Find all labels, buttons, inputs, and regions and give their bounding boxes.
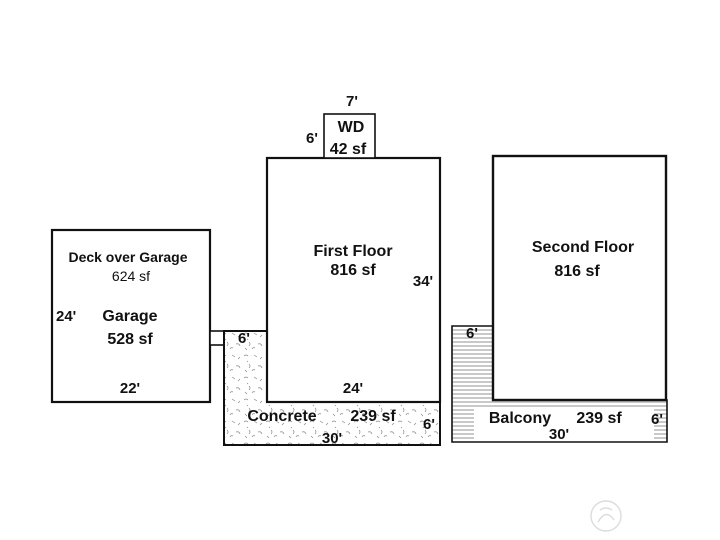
balcony-label: Balcony [489,410,551,427]
second-floor-label: Second Floor [532,239,634,256]
concrete-depth-dimension: 6' [423,416,435,433]
garage-width-dimension: 22' [120,380,140,397]
wd-label: WD [338,119,365,136]
balcony-area: 6' Balcony 239 sf 30' 6' [451,325,668,443]
watermark-logo-icon [590,500,622,532]
balcony-side-dimension: 6' [466,325,478,342]
garage-area: 528 sf [107,331,153,348]
balcony-depth-dimension: 6' [651,411,663,428]
first-floor-area: First Floor 816 sf 34' 24' [265,156,442,404]
deck-over-garage-area: 624 sf [112,268,150,284]
wd-area: 7' WD 6' 42 sf [306,93,376,159]
concrete-width-dimension: 30' [322,430,342,447]
second-floor-outline [491,154,668,402]
garage-area: Deck over Garage 624 sf 24' Garage 528 s… [50,228,212,404]
balcony-area: 239 sf [576,410,622,427]
concrete-label: Concrete [247,408,316,425]
second-floor-area-text: 816 sf [554,263,600,280]
wd-depth-dimension: 6' [306,130,318,147]
connector-passage [209,330,225,346]
connector-dimension: 6' [238,330,250,347]
garage-outline [50,228,212,404]
balcony-label-backdrop [474,409,654,439]
connector-outline [209,330,225,346]
concrete-area: 239 sf [350,408,396,425]
second-floor-area: Second Floor 816 sf [491,154,668,402]
deck-over-garage-label: Deck over Garage [68,249,187,265]
garage-depth-dimension: 24' [56,308,76,325]
first-floor-outline [265,156,442,404]
first-floor-area-text: 816 sf [330,262,376,279]
balcony-width-dimension: 30' [549,426,569,443]
first-floor-depth-dimension: 34' [413,273,433,290]
wd-width-dimension: 7' [346,93,358,110]
wd-outline [323,113,376,159]
first-floor-width-dimension: 24' [343,380,363,397]
garage-label: Garage [102,308,157,325]
wd-area-text: 42 sf [330,141,367,158]
first-floor-label: First Floor [313,243,392,260]
